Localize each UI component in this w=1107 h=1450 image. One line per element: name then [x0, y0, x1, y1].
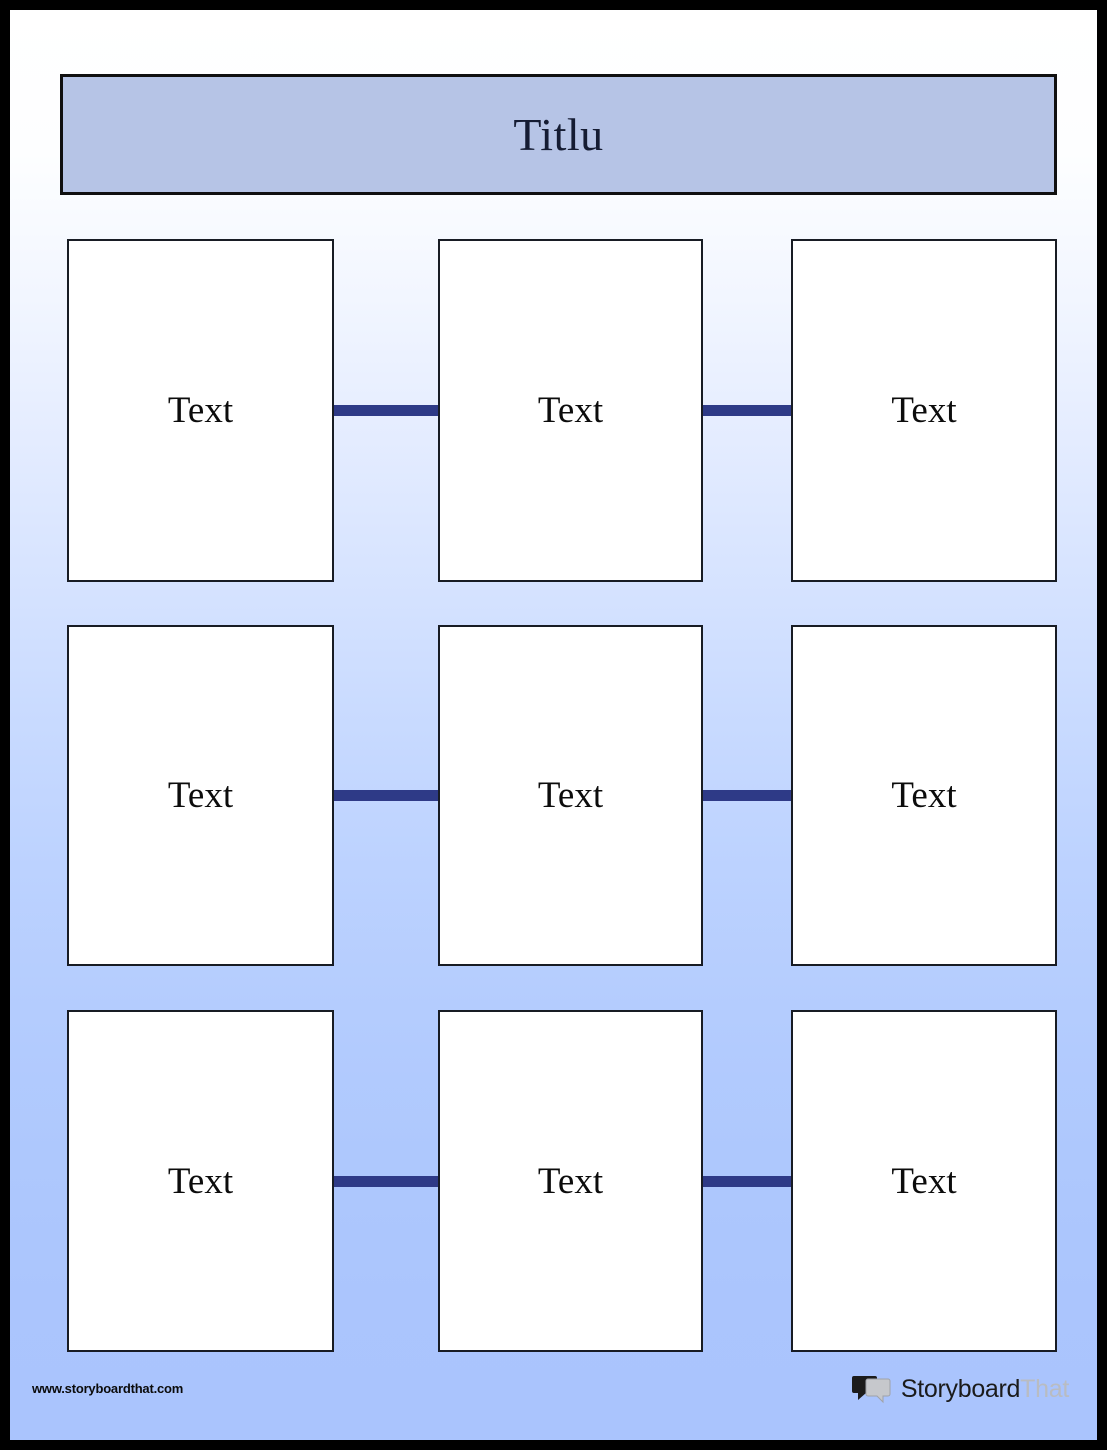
cell-row2-col1[interactable]: Text: [67, 625, 334, 966]
brand-primary: Storyboard: [900, 1374, 1021, 1403]
cell-label: Text: [537, 775, 604, 816]
brand-wordmark: StoryboardThat: [900, 1374, 1069, 1403]
brand-secondary: That: [1020, 1374, 1069, 1403]
cell-label: Text: [167, 775, 234, 816]
cell-label: Text: [537, 1160, 604, 1202]
connector-row3-a-b: [332, 1176, 440, 1187]
connector-row3-b-c: [701, 1176, 793, 1187]
cell-row3-col1[interactable]: Text: [67, 1010, 334, 1352]
connector-row2-a-b: [332, 790, 440, 801]
footer-url[interactable]: www.storyboardthat.com: [32, 1381, 184, 1396]
cell-label: Text: [891, 775, 957, 816]
brand-logo[interactable]: StoryboardThat: [851, 1374, 1069, 1404]
flow-grid: Text Text Text Text Text Text Text Text: [10, 10, 1097, 1440]
cell-row1-col1[interactable]: Text: [67, 239, 334, 582]
cell-label: Text: [167, 390, 234, 431]
cell-row3-col2[interactable]: Text: [438, 1010, 703, 1352]
connector-row1-a-b: [332, 405, 440, 416]
cell-label: Text: [537, 390, 604, 431]
page-title: Titlu: [513, 108, 604, 160]
cell-row3-col3[interactable]: Text: [791, 1010, 1057, 1352]
cell-label: Text: [167, 1160, 234, 1202]
connector-row2-b-c: [701, 790, 793, 801]
cell-label: Text: [891, 1160, 957, 1202]
speech-bubbles-icon: [851, 1374, 892, 1404]
cell-label: Text: [891, 390, 957, 431]
cell-row2-col2[interactable]: Text: [438, 625, 703, 966]
cell-row1-col3[interactable]: Text: [791, 239, 1057, 582]
cell-row2-col3[interactable]: Text: [791, 625, 1057, 966]
cell-row1-col2[interactable]: Text: [438, 239, 703, 582]
connector-row1-b-c: [701, 405, 793, 416]
title-bar[interactable]: Titlu: [60, 74, 1057, 195]
